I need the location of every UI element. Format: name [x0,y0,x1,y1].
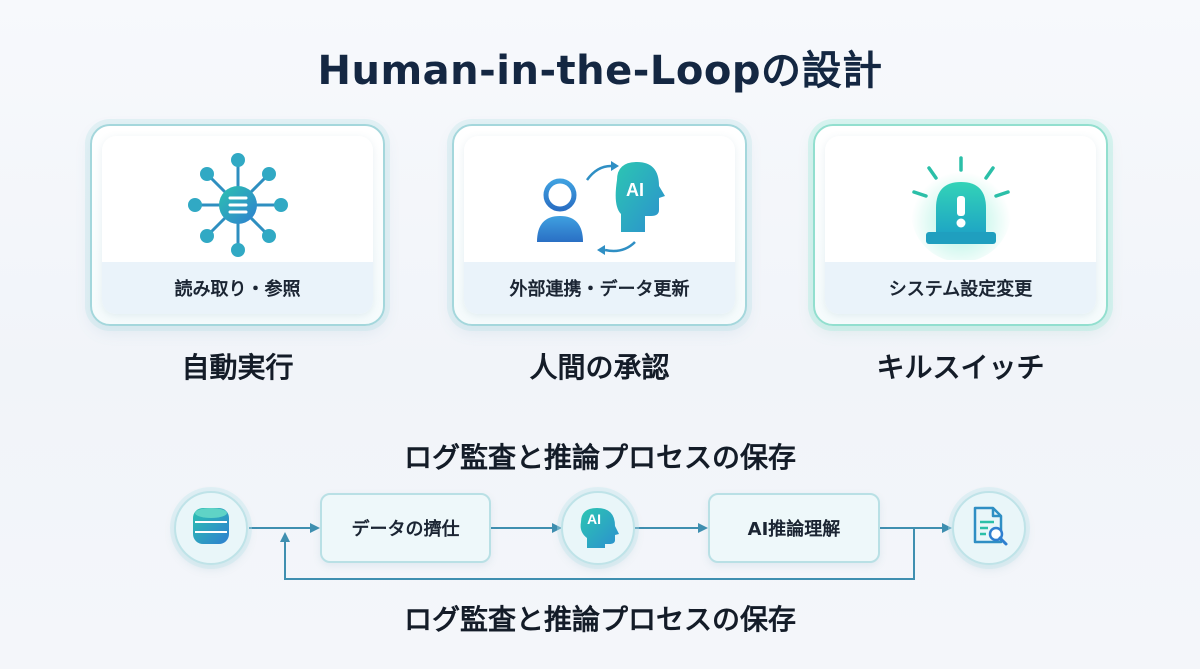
ai-node: AI [561,491,635,565]
card-caption-kill: キルスイッチ [876,351,1045,384]
network-hub-icon [102,150,373,260]
document-search-icon [969,504,1009,552]
alarm-light-icon [825,150,1096,260]
database-node [174,491,248,565]
card-caption-auto: 自動実行 [181,351,294,384]
card-kill-switch: システム設定変更 [813,124,1108,326]
card-caption-approval: 人間の承認 [529,351,670,384]
ai-head-icon [575,504,621,552]
card-inner: システム設定変更 [825,136,1096,314]
svg-text:AI: AI [626,180,644,200]
card-auto-execute: 読み取り・参照 [90,124,385,326]
card-label: システム設定変更 [825,262,1096,314]
card-label: 外部連携・データ更新 [464,262,735,314]
page-title: Human-in-the-Loopの設計 [317,48,883,94]
flow-heading-top: ログ監査と推論プロセスの保存 [403,441,796,474]
card-human-approval: AI 外部連携・データ更新 [452,124,747,326]
flow-step-data: データの擠仕 [320,493,491,563]
card-label: 読み取り・参照 [102,262,373,314]
flow-heading-bottom: ログ監査と推論プロセスの保存 [403,603,796,636]
ai-badge: AI [587,511,601,527]
flow-step-ai-inference: AI推論理解 [708,493,880,563]
card-inner: 読み取り・参照 [102,136,373,314]
card-inner: AI 外部連携・データ更新 [464,136,735,314]
database-icon [190,504,232,552]
human-ai-exchange-icon: AI [464,150,735,260]
document-search-node [952,491,1026,565]
